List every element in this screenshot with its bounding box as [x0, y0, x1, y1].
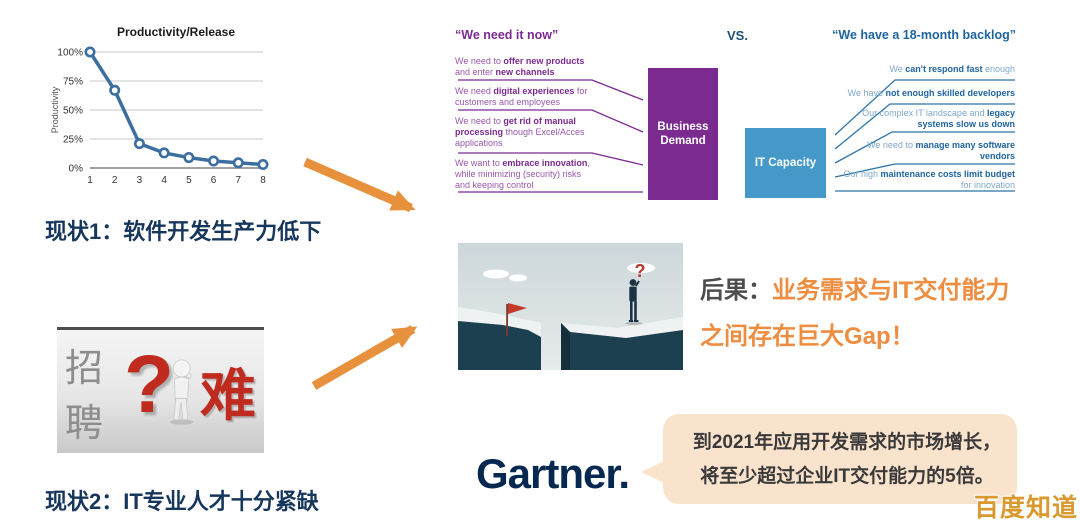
- svg-text:0%: 0%: [69, 164, 84, 175]
- question-mark: ?: [635, 261, 646, 281]
- svg-text:7: 7: [236, 175, 242, 186]
- svg-text:75%: 75%: [63, 77, 83, 88]
- svg-text:3: 3: [137, 175, 143, 186]
- svg-text:Productivity: Productivity: [50, 86, 60, 133]
- demand-item-4: We want to embrace innovation, while min…: [455, 158, 590, 190]
- it-capacity-box: IT Capacity: [745, 128, 826, 198]
- cloud-icon: [483, 269, 509, 279]
- demand-quote-header: “We need it now”: [455, 28, 559, 42]
- consequence-text: 后果：业务需求与IT交付能力 之间存在巨大Gap！: [700, 268, 1040, 360]
- baidu-zhidao-watermark: 百度知道: [973, 494, 1078, 522]
- demand-item-1: We need to offer new products and enter …: [455, 56, 585, 77]
- svg-text:1: 1: [87, 175, 93, 186]
- svg-text:2: 2: [112, 175, 118, 186]
- question-mark: ?: [123, 338, 174, 430]
- svg-text:8: 8: [260, 175, 266, 186]
- gartner-logo: Gartner.: [476, 450, 630, 497]
- demand-capacity-diagram: “We need it now” VS. “We have a 18-month…: [440, 20, 1040, 212]
- recruit-text: 招聘: [65, 347, 106, 445]
- svg-text:Productivity/Release: Productivity/Release: [117, 25, 235, 39]
- business-demand-box: Business Demand: [648, 68, 718, 200]
- diagram-arrows-icon: [458, 79, 1015, 193]
- capacity-item-5: Our high maintenance costs limit budget …: [843, 169, 1015, 190]
- vs-label: VS.: [727, 28, 748, 43]
- capacity-quote-header: “We have a 18-month backlog”: [832, 28, 1016, 42]
- capacity-item-2: We have not enough skilled developers: [847, 88, 1015, 98]
- gartner-quote-bubble: 到2021年应用开发需求的市场增长， 将至少超过企业IT交付能力的5倍。: [641, 414, 1017, 504]
- bubble-line2: 将至少超过企业IT交付能力的5倍。: [700, 466, 994, 487]
- status1-label: 现状1：软件开发生产力低下: [45, 219, 322, 244]
- svg-text:50%: 50%: [63, 106, 83, 117]
- demand-item-2: We need digital experiences for customer…: [455, 86, 588, 107]
- svg-text:4: 4: [161, 175, 167, 186]
- consequence-line2: 之间存在巨大Gap！: [700, 323, 915, 350]
- thinking-person-icon: [625, 279, 643, 326]
- arrow-right-down-icon: [303, 157, 416, 213]
- recruit-difficult-text: 难: [200, 364, 256, 427]
- svg-text:100%: 100%: [57, 48, 83, 59]
- consequence-line1: 业务需求与IT交付能力: [772, 277, 1010, 304]
- svg-text:5: 5: [186, 175, 192, 186]
- thinking-person-icon: [169, 358, 194, 425]
- demand-item-3: We need to get rid of manual processing …: [455, 116, 585, 148]
- capacity-item-3: Our complex IT landscape and legacy syst…: [862, 108, 1015, 129]
- recruitment-image: 招聘 ? 难: [57, 327, 264, 453]
- svg-text:6: 6: [211, 175, 217, 186]
- status2-label: 现状2：IT专业人才十分紧缺: [45, 489, 319, 514]
- consequence-prefix: 后果：: [700, 277, 772, 304]
- svg-text:25%: 25%: [63, 135, 83, 146]
- cloud-icon: [627, 263, 655, 273]
- cliff-gap-illustration: ?: [458, 243, 683, 370]
- capacity-item-4: We need to manage many software vendors: [867, 140, 1015, 161]
- arrow-right-up-icon: [311, 325, 418, 390]
- capacity-item-1: We can't respond fast enough: [889, 64, 1015, 74]
- bubble-line1: 到2021年应用开发需求的市场增长，: [692, 432, 1002, 453]
- red-flag-icon: [506, 303, 527, 336]
